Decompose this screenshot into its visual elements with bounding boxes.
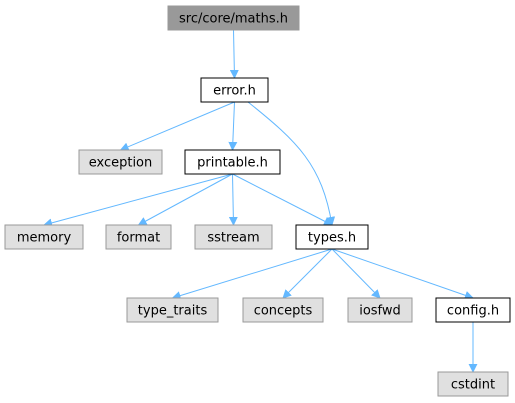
node-label: error.h	[213, 84, 256, 99]
node-config[interactable]: config.h	[435, 297, 511, 323]
node-label: iosfwd	[359, 304, 401, 319]
node-label: config.h	[447, 304, 499, 319]
edge-error-to-exception	[119, 101, 235, 152]
node-label: memory	[17, 231, 72, 246]
node-box	[78, 149, 163, 175]
nodes: src/core/maths.h error.h exception printabl…	[4, 5, 511, 397]
node-box	[295, 224, 369, 250]
node-iosfwd: iosfwd	[347, 297, 413, 323]
node-box	[435, 297, 511, 323]
node-maths[interactable]: src/core/maths.h	[167, 5, 300, 31]
node-label: exception	[89, 156, 153, 171]
edge-maths-to-error	[229, 29, 239, 79]
node-box	[105, 224, 172, 250]
node-label: src/core/maths.h	[179, 12, 288, 27]
edge-printable-to-sstream	[228, 173, 238, 226]
node-sstream: sstream	[194, 224, 273, 250]
edge-types-to-concepts	[282, 248, 333, 299]
node-printable[interactable]: printable.h	[184, 149, 281, 175]
node-label: concepts	[254, 304, 313, 319]
edge-types-to-config	[331, 248, 474, 300]
node-type-traits: type_traits	[126, 297, 219, 323]
node-memory: memory	[4, 224, 84, 250]
node-label: cstdint	[451, 378, 495, 393]
node-label: type_traits	[138, 304, 208, 319]
node-label: types.h	[308, 231, 356, 246]
node-types[interactable]: types.h	[295, 224, 369, 250]
edge-types-to-type_traits	[171, 248, 333, 300]
node-label: printable.h	[197, 156, 268, 171]
node-box	[347, 297, 413, 323]
node-label: format	[117, 231, 160, 246]
node-format: format	[105, 224, 172, 250]
node-box	[437, 371, 509, 397]
node-label: sstream	[207, 231, 259, 246]
edge-error-to-printable	[228, 101, 238, 151]
node-concepts: concepts	[242, 297, 324, 323]
node-exception: exception	[78, 149, 163, 175]
node-box	[242, 297, 324, 323]
node-error[interactable]: error.h	[200, 77, 269, 103]
edges	[43, 29, 478, 373]
edge-error-to-types	[247, 101, 336, 226]
node-box	[4, 224, 84, 250]
node-box	[184, 149, 281, 175]
node-box	[200, 77, 269, 103]
edge-printable-to-memory	[43, 173, 233, 228]
node-box	[126, 297, 219, 323]
node-box	[194, 224, 273, 250]
edge-printable-to-format	[137, 173, 233, 226]
edge-types-to-iosfwd	[331, 248, 381, 299]
node-box	[167, 5, 300, 31]
edge-printable-to-types	[232, 173, 333, 226]
node-cstdint: cstdint	[437, 371, 509, 397]
